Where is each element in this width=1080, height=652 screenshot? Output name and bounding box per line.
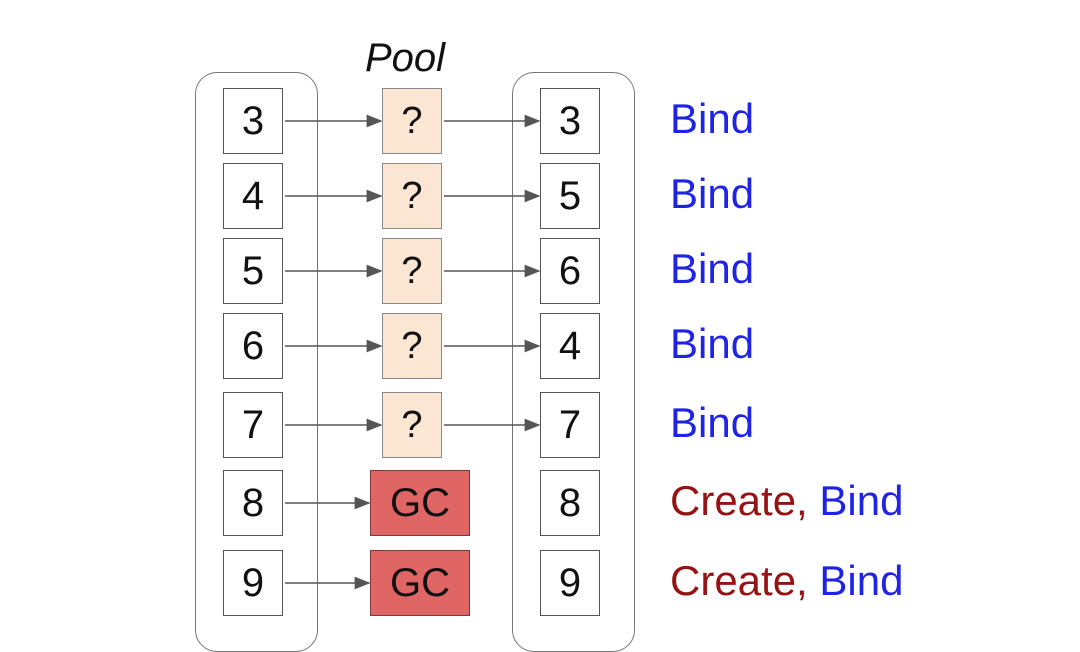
right-item-3: 3: [540, 88, 600, 154]
bind-label: Bind: [670, 399, 755, 446]
left-item-7: 7: [223, 392, 283, 458]
pool-slot: ?: [382, 238, 442, 304]
bind-label: Bind: [670, 95, 755, 142]
left-item-8: 8: [223, 470, 283, 536]
action-label: Bind: [670, 245, 754, 293]
left-item-5: 5: [223, 238, 283, 304]
action-label: Bind: [670, 320, 754, 368]
action-label: Create, Bind: [670, 477, 903, 525]
pool-slot: ?: [382, 163, 442, 229]
bind-label: Bind: [670, 245, 755, 292]
gc-box: GC: [370, 550, 470, 616]
right-item-9: 9: [540, 550, 600, 616]
pool-slot: ?: [382, 88, 442, 154]
left-item-6: 6: [223, 313, 283, 379]
pool-slot: ?: [382, 313, 442, 379]
action-label: Create, Bind: [670, 557, 903, 605]
bind-label: Bind: [819, 557, 904, 604]
create-label: Create,: [670, 557, 820, 604]
bind-label: Bind: [819, 477, 904, 524]
pool-slot: ?: [382, 392, 442, 458]
action-label: Bind: [670, 170, 754, 218]
create-label: Create,: [670, 477, 820, 524]
left-item-4: 4: [223, 163, 283, 229]
right-item-7: 7: [540, 392, 600, 458]
right-item-5: 5: [540, 163, 600, 229]
gc-box: GC: [370, 470, 470, 536]
right-item-8: 8: [540, 470, 600, 536]
pool-title: Pool: [364, 36, 446, 80]
action-label: Bind: [670, 399, 754, 447]
bind-label: Bind: [670, 170, 755, 217]
action-label: Bind: [670, 95, 754, 143]
left-item-3: 3: [223, 88, 283, 154]
right-item-6: 6: [540, 238, 600, 304]
bind-label: Bind: [670, 320, 755, 367]
right-item-4: 4: [540, 313, 600, 379]
left-item-9: 9: [223, 550, 283, 616]
